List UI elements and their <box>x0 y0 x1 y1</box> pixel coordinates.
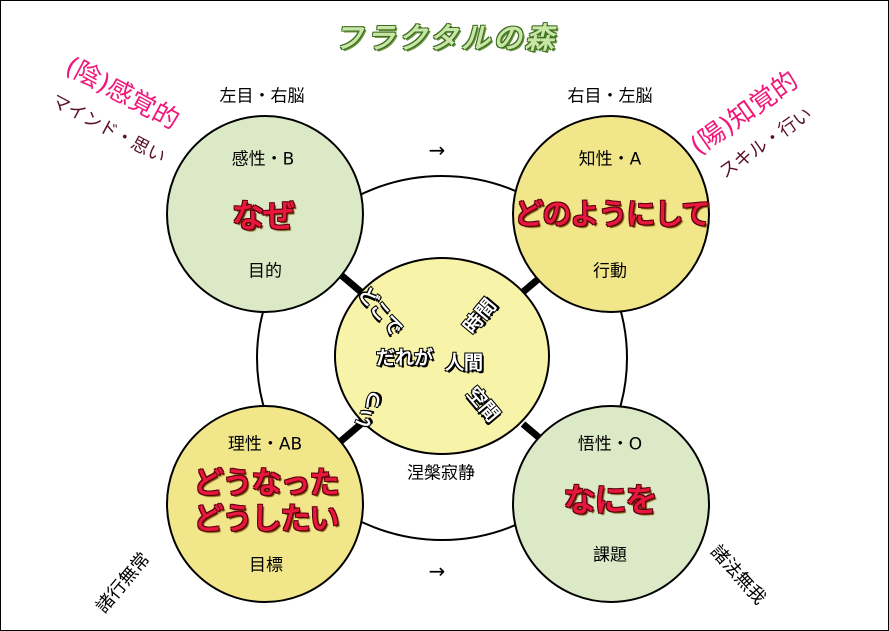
bottom-right-keyword: なにを <box>563 481 657 519</box>
arrow-top: → <box>428 138 446 162</box>
circle-top-right <box>512 115 710 313</box>
center-word-who: だれが <box>376 347 434 369</box>
top-right-header: 右目・左脳 <box>567 86 653 107</box>
circle-center <box>334 257 550 455</box>
top-left-keyword: なぜ <box>231 197 295 235</box>
bottom-right-category: 悟性・O <box>577 434 643 455</box>
bottom-left-keyword-line2: どうしたい <box>193 502 340 537</box>
bottom-left-keyword: どうなった どうしたい <box>193 466 340 538</box>
circle-bottom-left <box>166 405 364 603</box>
circle-top-left <box>166 115 364 313</box>
top-right-footer: 行動 <box>593 261 627 282</box>
top-right-category: 知性・A <box>578 149 642 170</box>
arrow-bottom: → <box>428 559 446 583</box>
center-word-human: 人間 <box>445 352 484 374</box>
bottom-right-footer: 課題 <box>593 545 627 566</box>
bottom-left-category: 理性・AB <box>227 434 303 455</box>
connector-bottom-left <box>338 421 364 444</box>
top-left-category: 感性・B <box>231 149 295 170</box>
top-right-keyword: どのようにして <box>514 197 710 231</box>
bottom-left-footer: 目標 <box>249 555 283 576</box>
page-title: フラクタルの森 <box>334 21 557 55</box>
cycle-ellipse <box>256 175 628 541</box>
bottom-left-keyword-line1: どうなった <box>193 466 340 501</box>
circle-bottom-right <box>512 405 710 603</box>
top-left-footer: 目的 <box>248 261 282 282</box>
connector-top-left <box>338 272 364 295</box>
top-left-header: 左目・右脳 <box>219 86 305 107</box>
center-caption: 涅槃寂静 <box>407 463 475 484</box>
